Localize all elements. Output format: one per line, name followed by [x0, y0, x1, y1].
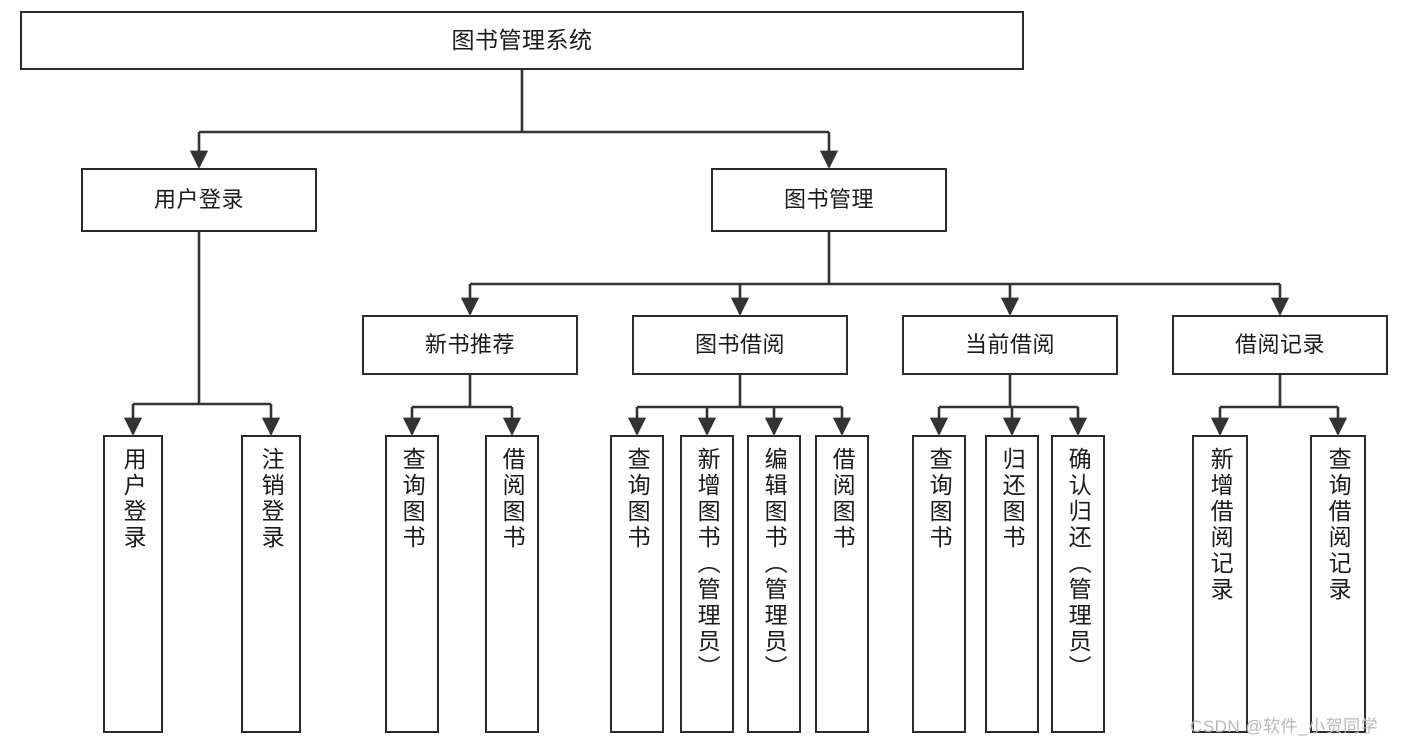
node-label: 归还图书: [999, 447, 1026, 551]
node-label: 用户登录: [153, 187, 244, 213]
node-label: 借阅图书: [829, 447, 856, 551]
node-c-query[interactable]: 查询图书: [912, 435, 966, 733]
node-records[interactable]: 借阅记录: [1172, 315, 1388, 375]
node-label: 图书管理: [783, 187, 874, 213]
node-label: 注销登录: [258, 447, 285, 551]
node-label: 确认归还（管理员）: [1065, 447, 1092, 681]
node-newbook[interactable]: 新书推荐: [362, 315, 578, 375]
node-n-query[interactable]: 查询图书: [385, 435, 439, 733]
node-bookmgmt[interactable]: 图书管理: [711, 168, 947, 232]
node-label: 借阅图书: [499, 447, 526, 551]
node-label: 图书借阅: [694, 332, 785, 358]
node-root[interactable]: 图书管理系统: [20, 11, 1024, 70]
node-r-query[interactable]: 查询借阅记录: [1310, 435, 1366, 733]
node-login[interactable]: 用户登录: [81, 168, 317, 232]
node-c-return[interactable]: 归还图书: [985, 435, 1039, 733]
node-label: 查询图书: [399, 447, 426, 551]
node-label: 图书管理系统: [451, 26, 593, 53]
node-label: 编辑图书（管理员）: [761, 447, 788, 681]
node-label: 用户登录: [120, 447, 147, 551]
node-borrow[interactable]: 图书借阅: [632, 315, 848, 375]
node-current[interactable]: 当前借阅: [902, 315, 1118, 375]
node-label: 查询图书: [624, 447, 651, 551]
node-l-login[interactable]: 用户登录: [103, 435, 163, 733]
node-b-lend[interactable]: 借阅图书: [815, 435, 869, 733]
node-l-logout[interactable]: 注销登录: [241, 435, 301, 733]
node-label: 借阅记录: [1234, 332, 1325, 358]
node-c-confirm[interactable]: 确认归还（管理员）: [1051, 435, 1105, 733]
node-label: 新增图书（管理员）: [694, 447, 721, 681]
node-r-add[interactable]: 新增借阅记录: [1192, 435, 1248, 733]
node-label: 新书推荐: [424, 332, 515, 358]
node-b-query[interactable]: 查询图书: [610, 435, 664, 733]
csdn-watermark: CSDN @软件_小贺同学: [1190, 717, 1379, 736]
node-label: 查询图书: [926, 447, 953, 551]
node-b-edit[interactable]: 编辑图书（管理员）: [747, 435, 801, 733]
node-label: 查询借阅记录: [1325, 447, 1352, 603]
node-b-add[interactable]: 新增图书（管理员）: [680, 435, 734, 733]
node-label: 当前借阅: [964, 332, 1055, 358]
node-label: 新增借阅记录: [1207, 447, 1234, 603]
node-n-borrow[interactable]: 借阅图书: [485, 435, 539, 733]
